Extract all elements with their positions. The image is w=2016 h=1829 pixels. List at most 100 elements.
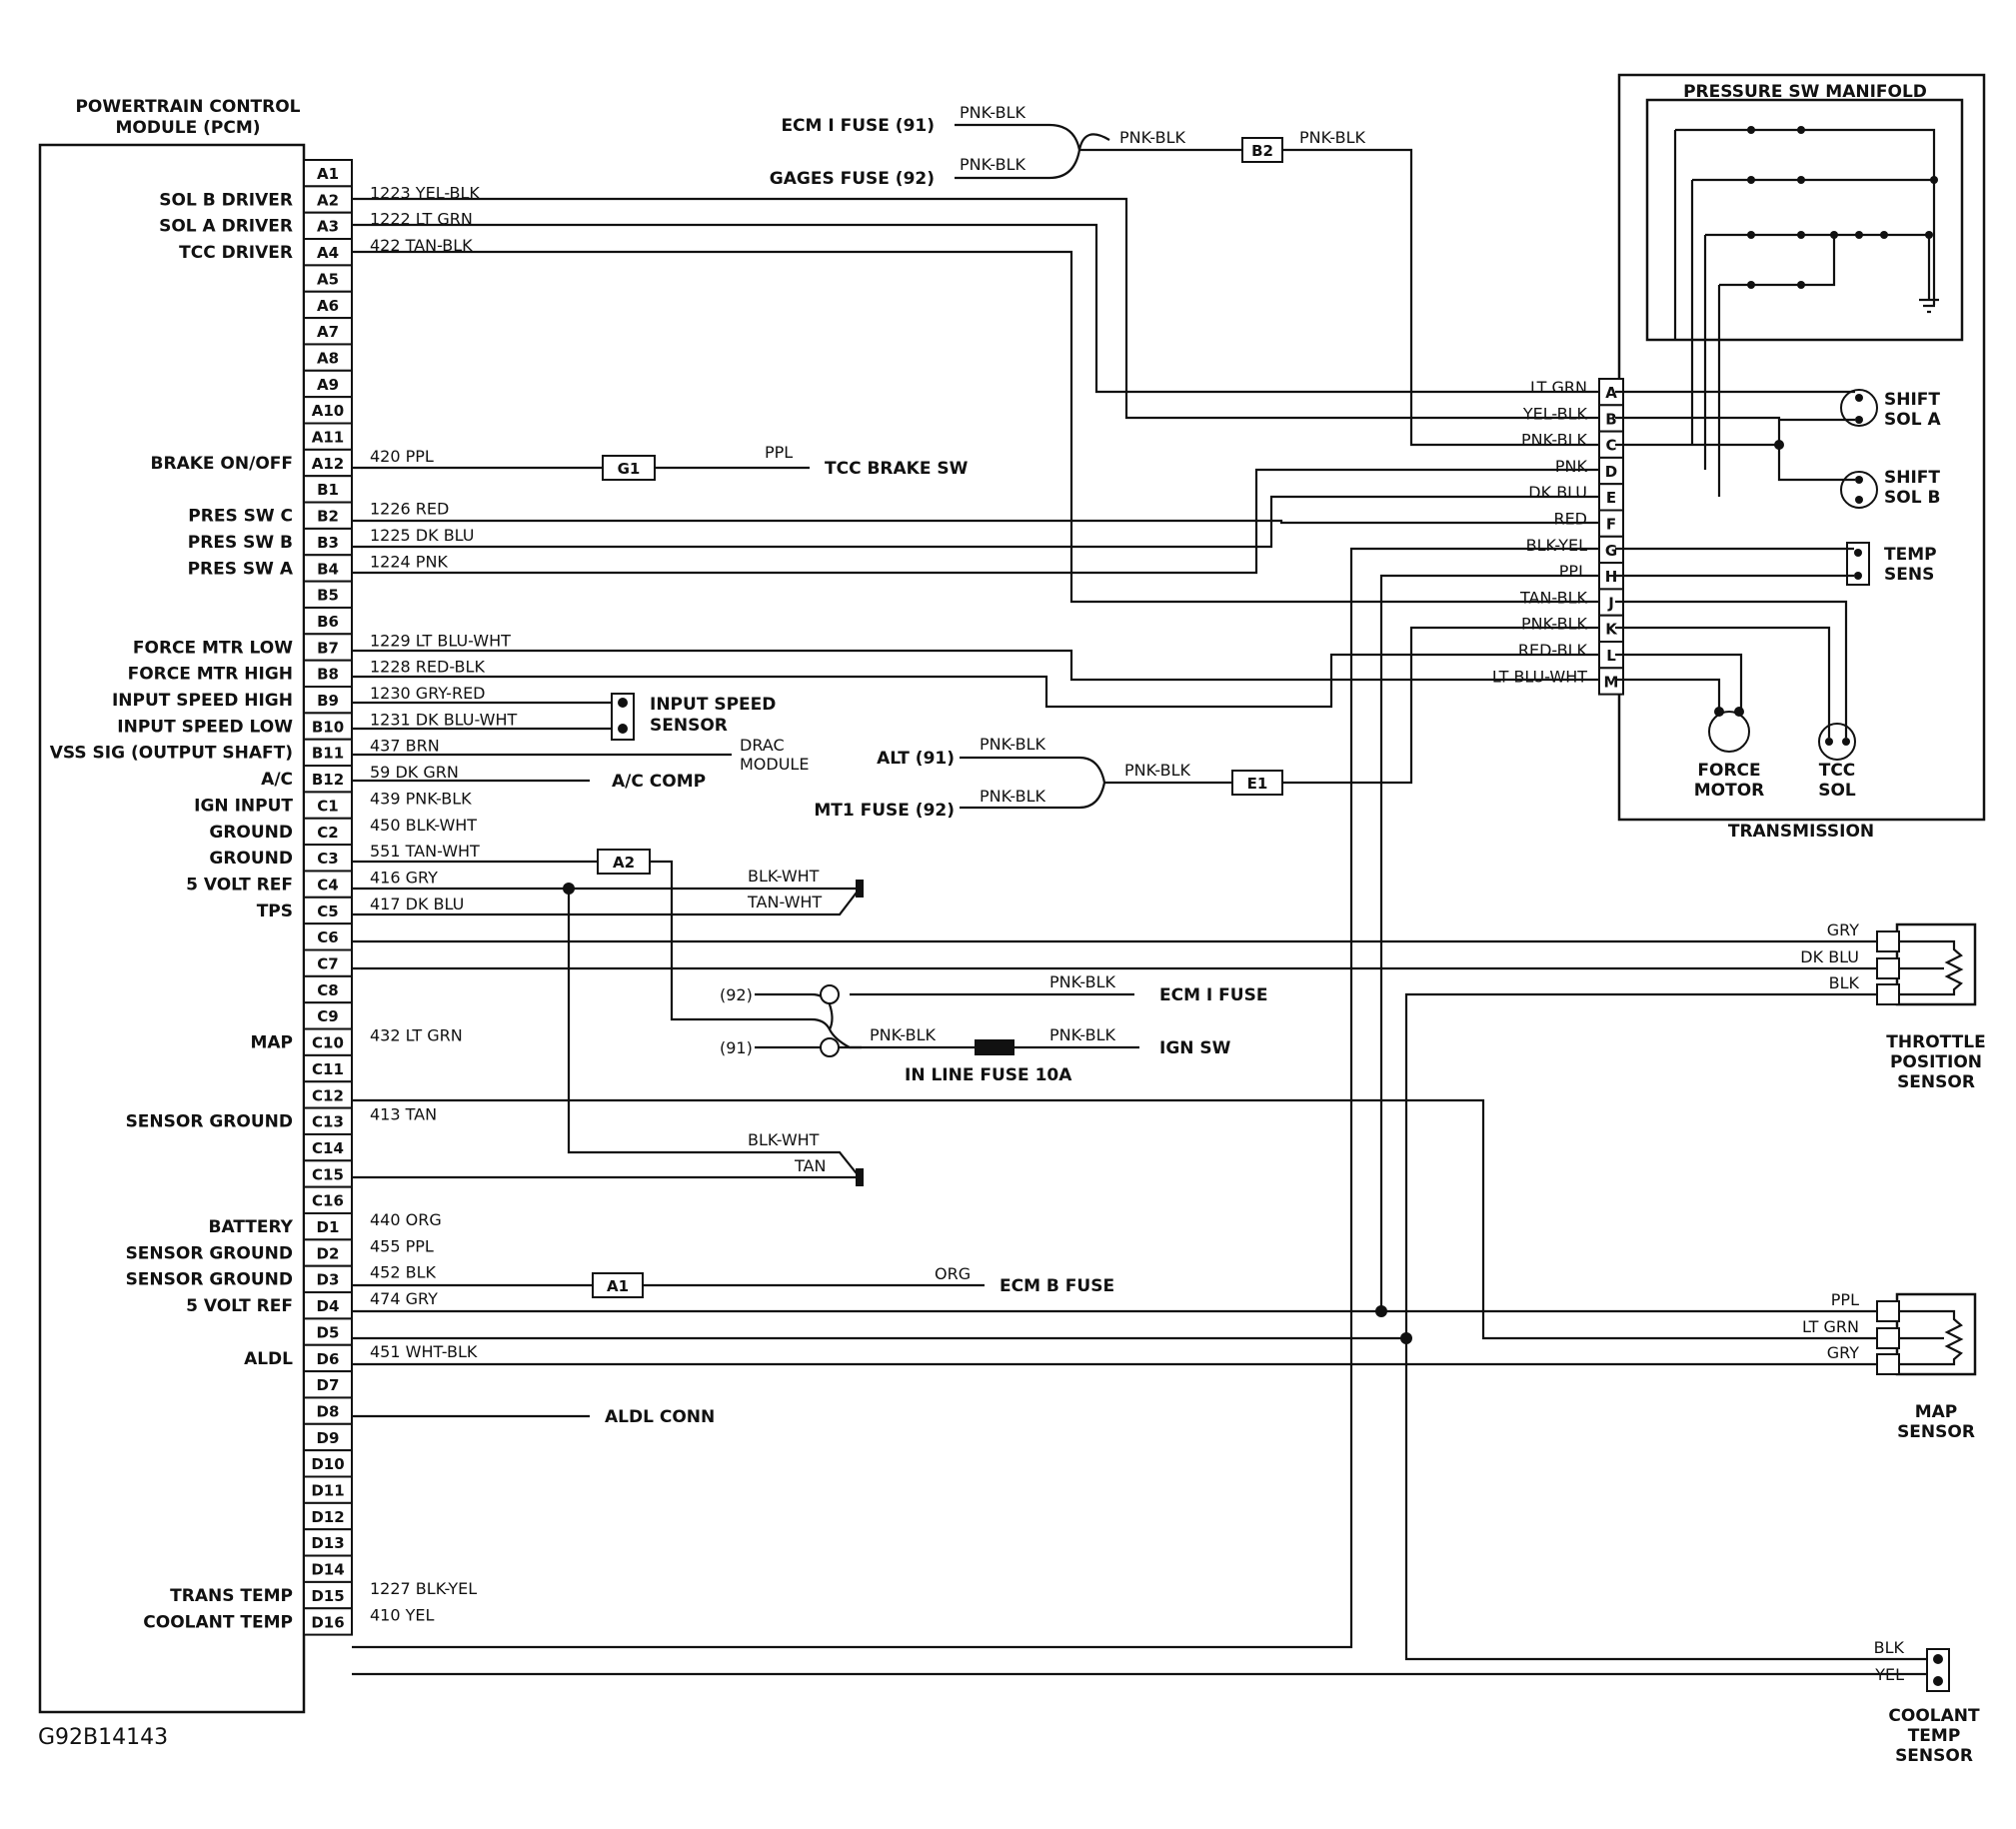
wire-b2-to-trans-c <box>1282 148 1599 447</box>
pcm-pin-label: C4 <box>317 876 338 894</box>
shift-sol-a-label-1: SHIFT <box>1884 390 1940 410</box>
pcm-function-label: SOL A DRIVER <box>159 217 293 237</box>
pressure-switch-manifold <box>1645 98 1964 342</box>
pnk-blk-label-1: PNK-BLK <box>960 103 1026 122</box>
pcm-function-label: SENSOR GROUND <box>126 1112 293 1132</box>
force-motor-label-1: FORCE <box>1697 761 1760 781</box>
pcm-pin-label: C1 <box>317 797 338 815</box>
pcm-wire-code: 417 DK BLU <box>370 895 464 914</box>
pcm-function-label: PRES SW C <box>188 507 293 527</box>
pcm-pin-label: C15 <box>312 1165 344 1183</box>
map-wire-lt-grn: LT GRN <box>1802 1317 1859 1336</box>
aldl-conn-label: ALDL CONN <box>605 1407 715 1427</box>
transmission-wire-color: LT GRN <box>1530 378 1587 397</box>
pcm-pin-box <box>303 659 353 689</box>
tcc-sol-label-1: TCC <box>1819 761 1856 781</box>
pnk-blk-label-3: PNK-BLK <box>1119 128 1186 147</box>
splice-a2-label: A2 <box>613 854 635 872</box>
ground-tan-wht-label: TAN-WHT <box>747 893 822 912</box>
ecm-i-fuse-label: ECM I FUSE <box>1159 985 1267 1005</box>
pcm-pin-box <box>303 844 353 873</box>
pcm-pin-box <box>303 1554 353 1583</box>
sensor-ground-tan-label: TAN <box>794 1156 826 1175</box>
pcm-pin-box <box>303 948 353 977</box>
pnk-blk-label-5: PNK-BLK <box>980 735 1046 754</box>
sensor-ground-blk-wht-label: BLK-WHT <box>748 1130 820 1149</box>
pcm-wire-code: 1227 BLK-YEL <box>370 1579 477 1598</box>
transmission-label: TRANSMISSION <box>1728 822 1874 842</box>
pcm-pin-label: D1 <box>317 1218 340 1236</box>
splice-g1 <box>602 455 656 481</box>
input-speed-sensor-label-2: SENSOR <box>650 716 728 736</box>
splice-a2 <box>597 849 651 875</box>
transmission-pin-box <box>1598 456 1624 486</box>
pcm-wire-code: 437 BRN <box>370 737 440 756</box>
transmission-wire-color: PPL <box>1559 562 1587 581</box>
map-sensor: PPL LT GRN GRY MAP SENSOR <box>1802 1290 1977 1442</box>
map-body <box>1895 1292 1977 1376</box>
wire-lt-blu-wht-route <box>352 649 1599 682</box>
wire-red-blk-route <box>352 653 1599 709</box>
wire-tan-blk-route <box>352 250 1599 604</box>
temp-sens-wiring <box>1615 547 1854 578</box>
wire-tan-wht-ground <box>352 888 861 916</box>
pcm-pin-box <box>303 1449 353 1478</box>
tps-label-2: POSITION <box>1890 1052 1982 1072</box>
pcm-wire-code: 432 LT GRN <box>370 1026 463 1045</box>
pcm-pin-box <box>303 1607 353 1636</box>
pcm-function-label: MAP <box>250 1033 293 1053</box>
pcm-pin-box <box>303 1343 353 1373</box>
pcm-function-label: 5 VOLT REF <box>186 875 293 895</box>
transmission-wire-color: PNK-BLK <box>1521 431 1588 450</box>
mt1-fuse-92-label: MT1 FUSE (92) <box>814 801 955 821</box>
pcm-pin-label: A4 <box>317 244 339 262</box>
pcm-function-label: TRANS TEMP <box>170 1586 293 1606</box>
wire-routes <box>352 123 1929 1676</box>
pcm-function-label: VSS SIG (OUTPUT SHAFT) <box>50 744 293 764</box>
pcm-function-label: COOLANT TEMP <box>143 1612 293 1632</box>
pcm-pin-label: B3 <box>317 534 339 552</box>
pcm-function-label: FORCE MTR HIGH <box>128 665 293 685</box>
figure-id: G92B14143 <box>38 1725 168 1750</box>
pnk-blk-label-7: PNK-BLK <box>1124 761 1191 780</box>
pcm-wire-code: 1226 RED <box>370 500 449 519</box>
pcm-pin-label: D14 <box>311 1561 344 1579</box>
pcm-pin-label: D5 <box>317 1323 340 1341</box>
gages-fuse-92-label: GAGES FUSE (92) <box>770 169 935 189</box>
splice-a1-label: A1 <box>607 1277 629 1295</box>
pcm-pin-box <box>303 1080 353 1109</box>
pnk-blk-label-2: PNK-BLK <box>960 155 1026 174</box>
pcm-wire-code: 1225 DK BLU <box>370 526 475 545</box>
pcm-title-line2: MODULE (PCM) <box>115 118 260 138</box>
wire-ecm-i-feed <box>955 123 1110 151</box>
ecm-i-fuse-91-label: ECM I FUSE (91) <box>781 116 935 136</box>
fuse-e1-box <box>1231 770 1283 796</box>
pcm-function-label: ALDL <box>244 1349 293 1369</box>
pcm-pin-column: A1A2A3A4A5A6A7A8A9A10A11A12B1B2B3B4B5B6B… <box>303 159 353 1636</box>
pcm-wire-code: 1230 GRY-RED <box>370 684 486 703</box>
transmission-frame <box>1617 73 1986 822</box>
transmission-wire-color: PNK <box>1555 457 1588 476</box>
org-label: ORG <box>935 1264 971 1283</box>
inline-fuse-label: IN LINE FUSE 10A <box>905 1065 1072 1085</box>
transmission-pin-label: H <box>1605 568 1618 586</box>
ecm-i-pnk-blk-label: PNK-BLK <box>1049 972 1116 991</box>
pcm-pin-label: D2 <box>317 1244 340 1262</box>
input-speed-pin-1 <box>618 698 628 708</box>
pcm-wire-code: 59 DK GRN <box>370 763 459 782</box>
pcm-pin-label: C8 <box>317 981 338 999</box>
transmission-pin-label: C <box>1605 437 1616 455</box>
input-speed-sensor-label-1: INPUT SPEED <box>650 695 776 715</box>
pcm-pin-label: C9 <box>317 1007 338 1025</box>
fuse-b2-box <box>1241 137 1283 163</box>
pcm-pin-label: B7 <box>317 639 339 657</box>
tps-body <box>1895 922 1977 1006</box>
pcm-pin-label: D16 <box>311 1613 344 1631</box>
pcm-pin-label: C7 <box>317 955 338 973</box>
ground-terminal-upper <box>856 880 864 898</box>
pcm-pin-label: B12 <box>312 771 344 789</box>
wire-ppl-sensor-ground-route <box>352 574 1599 1313</box>
fuse-e1-label: E1 <box>1247 775 1268 793</box>
